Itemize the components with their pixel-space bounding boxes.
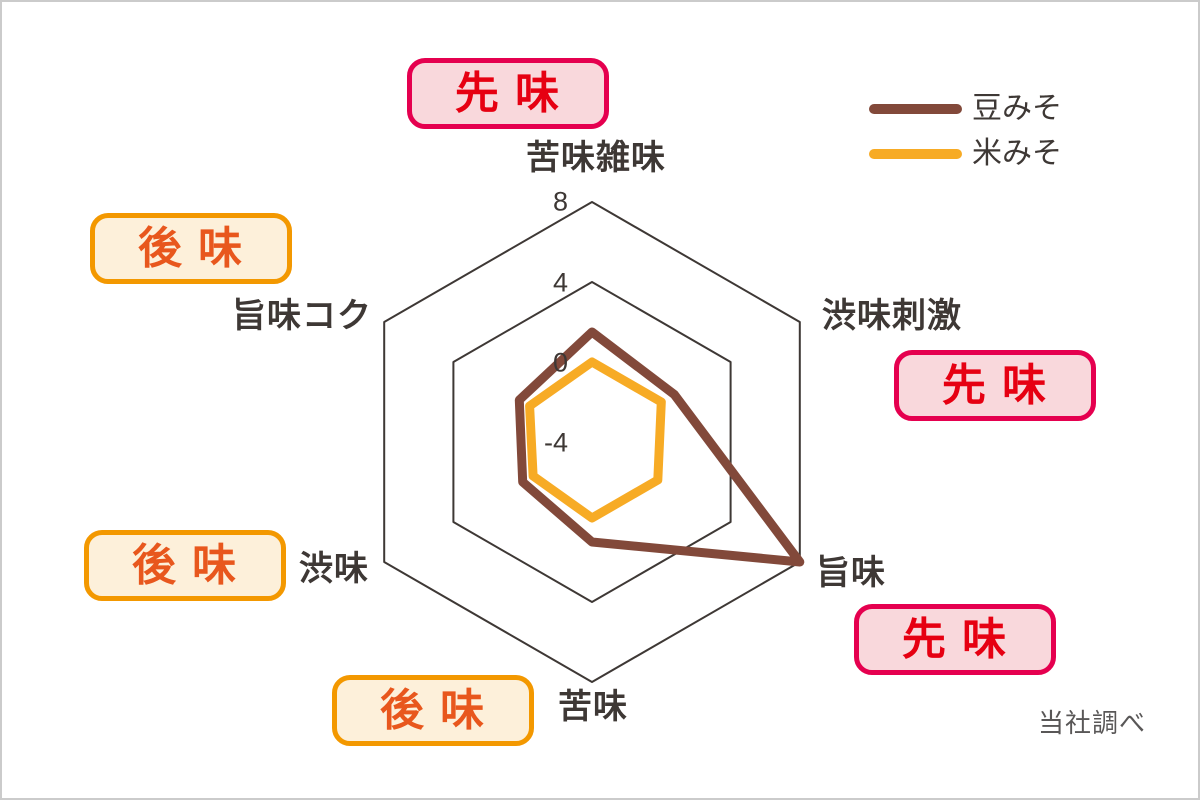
badge-sakiaji-lower-right: 先 味 (854, 604, 1056, 675)
axis-label-nigami-zatsumi: 苦味雑味 (526, 139, 666, 177)
tick-label-0: 0 (552, 347, 568, 378)
tick-label-minus4: -4 (543, 427, 568, 458)
axis-label-shibumi: 渋味 (299, 550, 369, 588)
axis-label-nigami: 苦味 (558, 688, 628, 726)
legend-label-mamemiso: 豆みそ (972, 91, 1062, 125)
axis-label-umami: 旨味 (816, 554, 886, 592)
tick-label-8: 8 (552, 186, 568, 217)
series-line-mamemiso (514, 327, 805, 567)
tick-label-4: 4 (552, 267, 568, 298)
badge-atoaji-bottom: 後 味 (332, 675, 534, 746)
badge-atoaji-lower-left: 後 味 (84, 530, 286, 601)
legend: 豆みそ 米みそ (869, 86, 1062, 176)
badge-sakiaji-right: 先 味 (894, 350, 1096, 421)
badge-atoaji-upper-left: 後 味 (90, 213, 292, 284)
legend-swatch-mamemiso (869, 103, 962, 114)
legend-item-mamemiso: 豆みそ (869, 86, 1062, 131)
axis-label-umami-koku: 旨味コク (232, 297, 372, 335)
legend-swatch-komemiso (869, 148, 962, 159)
series-line-komemiso (525, 357, 666, 523)
source-note: 当社調べ (1038, 708, 1147, 738)
axis-label-shibumi-shigeki: 渋味刺激 (822, 297, 962, 335)
legend-label-komemiso: 米みそ (972, 136, 1062, 170)
legend-item-komemiso: 米みそ (869, 131, 1062, 176)
badge-sakiaji-top: 先 味 (407, 58, 609, 129)
grid-ring-4 (452, 281, 732, 603)
grid-ring-8 (383, 201, 801, 683)
